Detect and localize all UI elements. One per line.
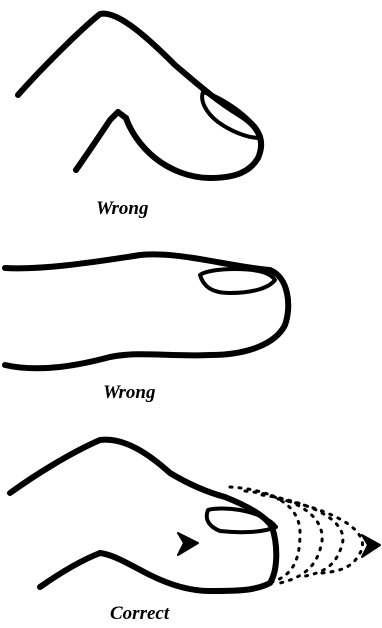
motion-trail-4 — [278, 499, 363, 573]
bent-finger-drawing — [0, 0, 382, 225]
flat-finger-drawing — [0, 225, 382, 415]
fingernail — [207, 509, 276, 533]
caption-wrong-1: Wrong — [96, 198, 148, 220]
motion-trail-2 — [245, 491, 322, 583]
fingernail — [202, 92, 260, 138]
panel-wrong-flat: Wrong — [0, 225, 382, 415]
caption-correct: Correct — [110, 603, 169, 625]
panel-correct: Correct — [0, 415, 382, 628]
caption-wrong-2: Wrong — [103, 382, 155, 404]
panel-wrong-bent: Wrong — [0, 0, 382, 225]
finger-outline — [18, 14, 261, 178]
lower-finger-line — [40, 553, 100, 587]
left-arrow-icon — [178, 533, 198, 555]
fingernail — [200, 269, 275, 293]
finger-outline — [5, 254, 288, 368]
right-arrow-icon — [362, 535, 380, 557]
correct-finger-drawing — [0, 415, 382, 628]
knuckle-line — [76, 112, 126, 170]
finger-outline — [10, 440, 276, 591]
